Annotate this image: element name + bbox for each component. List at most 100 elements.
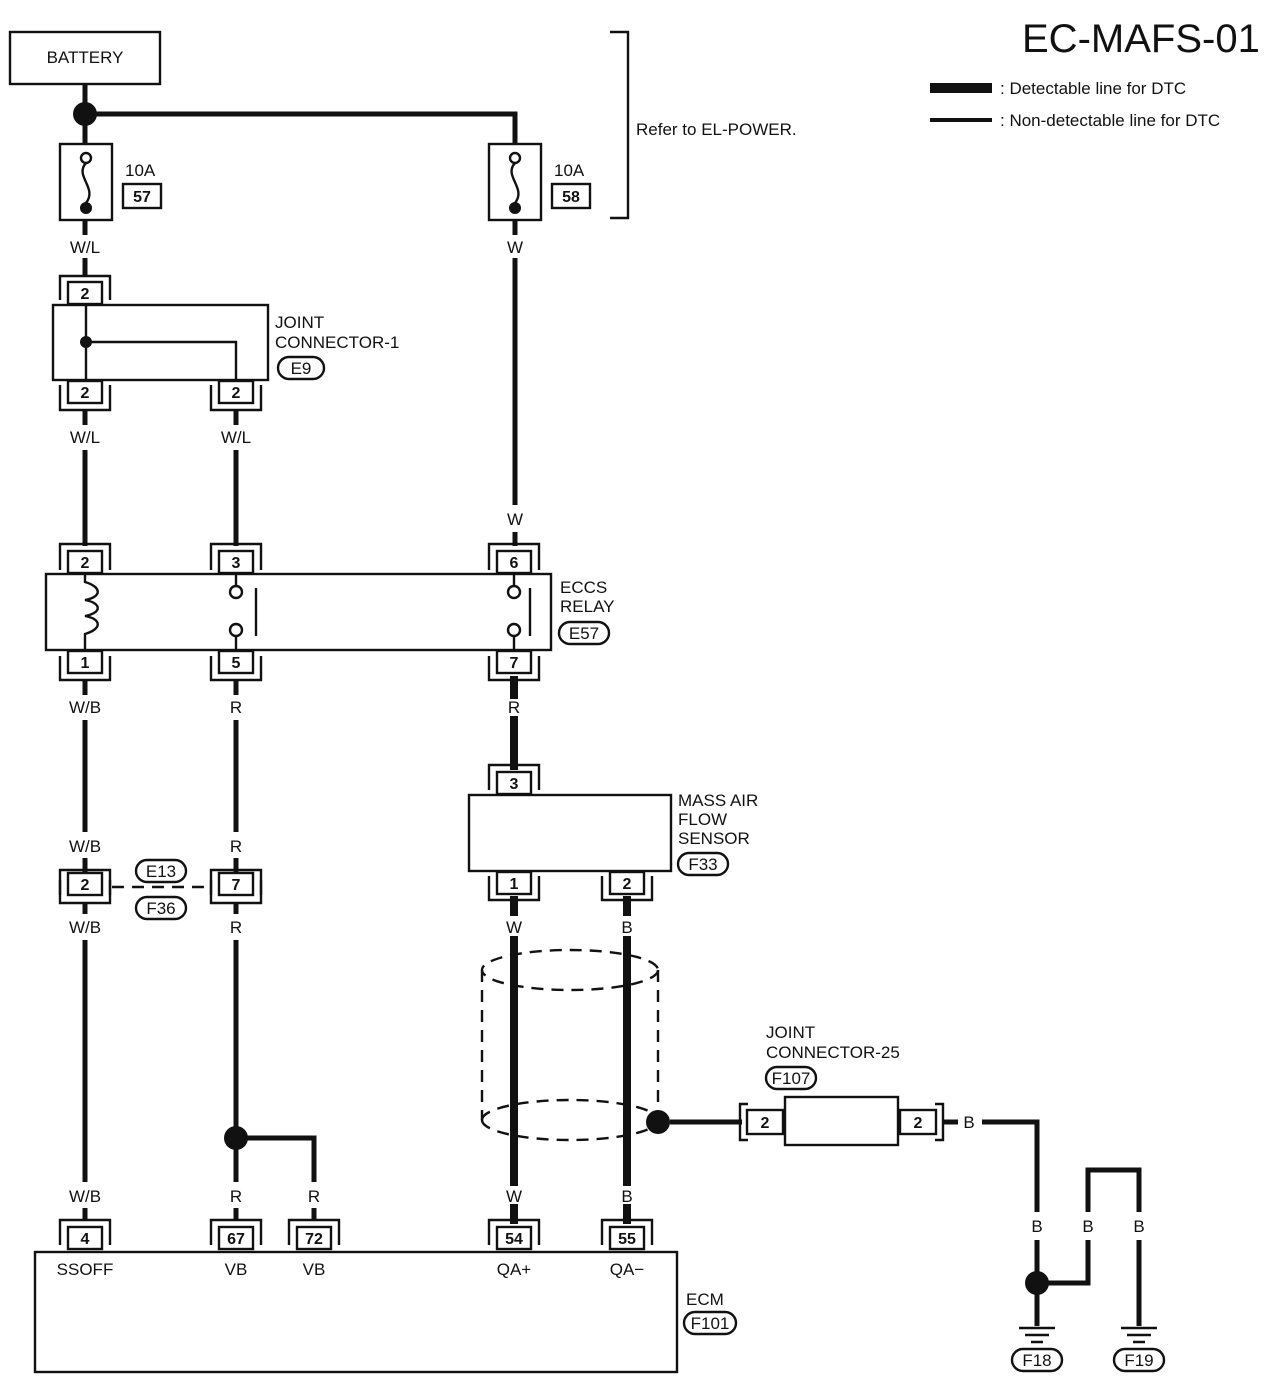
mass-air-flow-sensor <box>467 763 673 902</box>
relay-pin-top-6: 6 <box>510 555 519 572</box>
ecm-pin-72: 72 <box>305 1231 323 1248</box>
shield-drain-splice <box>646 1110 670 1134</box>
maf-pin-bottom-1: 1 <box>510 876 519 893</box>
wire-color-wl-fuse: W/L <box>70 238 100 257</box>
inline-connector-code-top-badge <box>134 858 188 884</box>
wire-color-r-ecm67: R <box>230 1187 242 1206</box>
wire-color-w-fuse: W <box>507 238 523 257</box>
joint25-pin-left: 2 <box>761 1115 770 1132</box>
maf-name-line3: SENSOR <box>678 829 750 848</box>
wire-color-w-relay: W <box>507 510 523 529</box>
ground-f19-code: F19 <box>1124 1351 1153 1370</box>
joint25-pin-right: 2 <box>914 1115 923 1132</box>
joint1-name-line2: CONNECTOR-1 <box>275 333 399 352</box>
inline-connector-code-top: E13 <box>146 862 176 881</box>
wire-color-b-g1: B <box>1031 1217 1042 1236</box>
wire-color-r-conn-top: R <box>230 837 242 856</box>
maf-name-line2: FLOW <box>678 810 727 829</box>
relay-name-line1: ECCS <box>560 578 607 597</box>
maf-code-badge <box>676 851 730 877</box>
wire-color-r-relay: R <box>230 698 242 717</box>
ground-f19-badge <box>1112 1347 1166 1373</box>
wire-color-wb-conn-bot: W/B <box>69 918 101 937</box>
legend: : Detectable line for DTC : Non-detectab… <box>930 79 1220 130</box>
maf-pin-top-3: 3 <box>510 776 519 793</box>
wire-ground-branch <box>1037 1240 1091 1286</box>
fuse-57-number: 57 <box>133 189 151 206</box>
ecm-pin-54: 54 <box>505 1231 523 1248</box>
ground-f18-badge <box>1010 1347 1064 1373</box>
fuse-58-number: 58 <box>562 189 580 206</box>
relay-pin-bottom-1: 1 <box>81 655 90 672</box>
joint1-pin-bottom-right: 2 <box>232 385 241 402</box>
ecm-pin-label-qa-plus: QA+ <box>497 1260 532 1279</box>
joint1-name-line1: JOINT <box>275 313 324 332</box>
ground-splice <box>1025 1271 1049 1295</box>
ecm-pin-label-vb67: VB <box>225 1260 248 1279</box>
wire-color-b-j25: B <box>963 1113 974 1132</box>
joint-connector-25 <box>738 1095 945 1147</box>
wire-color-b-ecm: B <box>621 1187 632 1206</box>
relay-pin-bottom-5: 5 <box>232 655 241 672</box>
maf-name-line1: MASS AIR <box>678 791 758 810</box>
battery-splice <box>73 102 97 126</box>
inline-connector-pin-7: 7 <box>232 877 241 894</box>
ecm-pin-label-qa-minus: QA− <box>610 1260 645 1279</box>
ecm-code: F101 <box>691 1314 730 1333</box>
relay-code: E57 <box>569 624 599 643</box>
relay-pin-top-2: 2 <box>81 555 90 572</box>
wire-color-w-maf: W <box>506 918 522 937</box>
ground-f18-symbol <box>1019 1326 1055 1344</box>
joint1-pin-bottom-left: 2 <box>81 385 90 402</box>
inline-connector-code-bottom-badge <box>134 895 188 921</box>
wire-color-wb-ecm: W/B <box>69 1187 101 1206</box>
wire-battery-to-fuse58 <box>85 111 518 148</box>
joint25-name-line1: JOINT <box>766 1023 815 1042</box>
eccs-relay <box>44 542 553 682</box>
joint-connector-1 <box>51 274 270 412</box>
wire-color-r-conn-bot: R <box>230 918 242 937</box>
fuse-58 <box>487 142 543 222</box>
legend-non-detectable-label: : Non-detectable line for DTC <box>1000 111 1220 130</box>
diagram-title: EC-MAFS-01 <box>1022 17 1260 61</box>
el-power-reference: Refer to EL-POWER. <box>636 120 797 139</box>
wire-color-wb-conn-top: W/B <box>69 837 101 856</box>
legend-detectable-swatch <box>930 83 992 93</box>
joint1-code: E9 <box>291 359 312 378</box>
inline-connector-e13-f36 <box>58 868 263 905</box>
ecm-pin-55: 55 <box>618 1231 636 1248</box>
inline-connector-code-bottom: F36 <box>146 899 175 918</box>
vb-splice <box>224 1126 248 1150</box>
wire-color-b-maf: B <box>621 918 632 937</box>
relay-code-badge <box>557 620 611 646</box>
inline-connector-pin-2: 2 <box>81 877 90 894</box>
legend-detectable-label: : Detectable line for DTC <box>1000 79 1186 98</box>
ecm-connectors <box>58 1218 654 1251</box>
wire-color-wb-relay: W/B <box>69 698 101 717</box>
ground-f18-code: F18 <box>1022 1351 1051 1370</box>
ecm-pin-label-vb72: VB <box>303 1260 326 1279</box>
relay-pin-top-3: 3 <box>232 555 241 572</box>
fuse-58-number-box <box>550 182 592 210</box>
wire-r-branch-72 <box>236 1135 317 1182</box>
ecm-name: ECM <box>686 1290 724 1309</box>
joint1-pin-top: 2 <box>81 286 90 303</box>
joint25-code: F107 <box>772 1069 811 1088</box>
ecm-pin-label-ssoff: SSOFF <box>57 1260 114 1279</box>
joint25-code-badge <box>764 1065 818 1091</box>
fuse-57 <box>58 142 114 222</box>
wire-color-b-g2: B <box>1082 1217 1093 1236</box>
joint25-name-line2: CONNECTOR-25 <box>766 1043 900 1062</box>
wire-color-wl-right: W/L <box>221 428 251 447</box>
ecm-pin-4: 4 <box>81 1231 90 1248</box>
relay-pin-bottom-7: 7 <box>510 655 519 672</box>
wire-color-r-maf: R <box>508 698 520 717</box>
fuse-58-amp: 10A <box>554 161 585 180</box>
el-power-bracket <box>610 30 630 220</box>
fuse-57-number-box <box>121 182 163 210</box>
wire-j25-to-ground <box>982 1119 1040 1212</box>
wire-color-w-ecm: W <box>506 1187 522 1206</box>
wire-color-b-g3: B <box>1133 1217 1144 1236</box>
wire-color-wl-left: W/L <box>70 428 100 447</box>
